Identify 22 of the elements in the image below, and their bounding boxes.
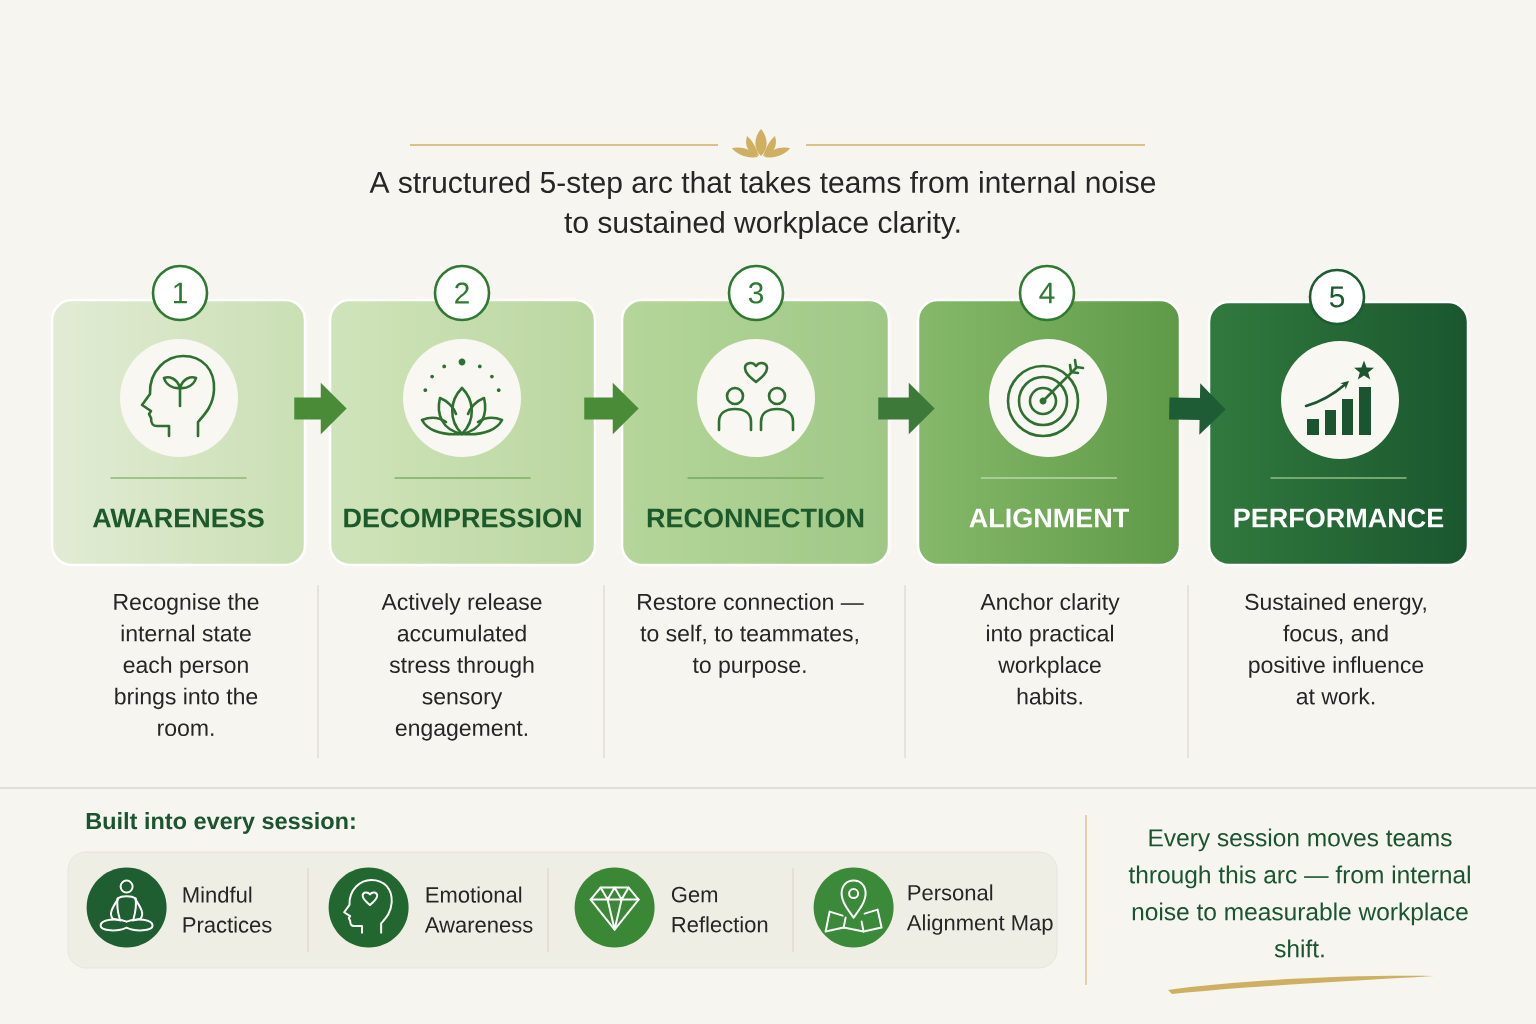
number-badge: 3 — [727, 264, 785, 322]
feature-label: Mindful Practices — [183, 886, 272, 933]
step-title: AWARENESS — [92, 508, 264, 528]
step-description: Actively release accumulated stress through sensory engagement. — [381, 593, 542, 741]
step-title: ALIGNMENT — [969, 508, 1129, 528]
number-badge: 2 — [433, 264, 491, 322]
feature-label: Personal Alignment Map — [906, 884, 1053, 935]
number-badge: 5 — [1308, 268, 1366, 326]
step-description: Sustained energy, focus, and positive influence at work. — [1245, 593, 1426, 705]
feature-label: Gem Reflection — [671, 886, 768, 933]
subtitle: A structured 5-step arc that takes teams from internal noise to sustained workplace clarity. — [369, 171, 1156, 239]
number-badge: 1 — [151, 264, 209, 322]
section-heading: Built into every session: — [86, 812, 355, 834]
step-description: Recognise the internal state each person brings into the room. — [114, 593, 259, 737]
step-title: PERFORMANCE — [1234, 508, 1444, 528]
number-badge: 4 — [1018, 264, 1076, 322]
closing-statement: Every session moves teams through this arc — from internal noise to measurable workplace shift. — [1128, 828, 1470, 994]
feature-label: Emotional Awareness — [424, 886, 533, 933]
step-description: Anchor clarity into practical workplace habits. — [980, 593, 1120, 705]
step-description: Restore connection — to self, to teammates, to purpose. — [638, 593, 864, 678]
step-title: DECOMPRESSION — [344, 508, 581, 528]
step-title: RECONNECTION — [647, 508, 864, 528]
